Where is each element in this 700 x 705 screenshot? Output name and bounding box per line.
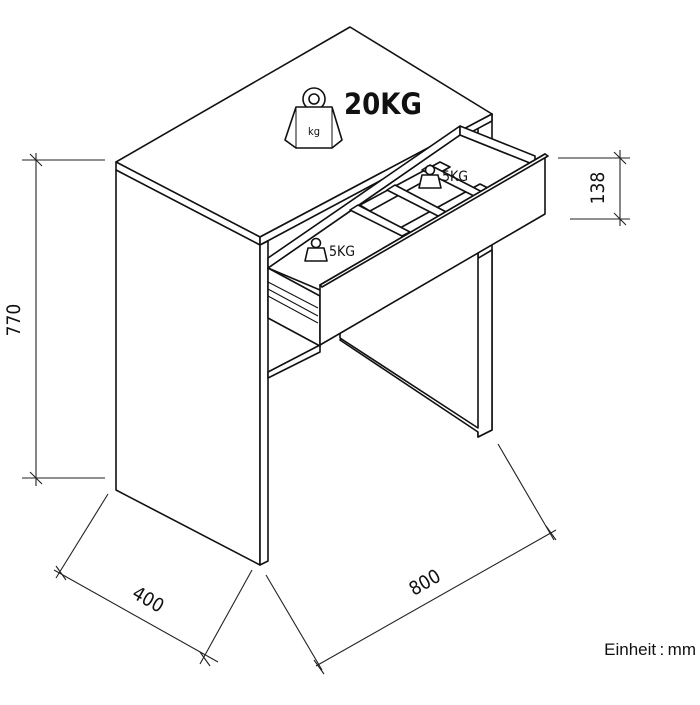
weight-icon-drawer-left [304, 237, 328, 262]
weight-icon-label: kg [308, 125, 320, 138]
left-side-panel-edge [259, 240, 269, 566]
width-dimension [265, 443, 557, 675]
depth-value: 400 [128, 582, 167, 617]
height-dimension [22, 153, 105, 486]
top-weight-label: 20KG [344, 87, 422, 121]
drawer-right-weight-label: 5KG [442, 169, 468, 185]
height-value: 770 [3, 304, 25, 337]
weight-icon-top: kg [284, 87, 343, 150]
width-value: 800 [405, 565, 444, 600]
drawer-front-edge [319, 153, 549, 288]
drawer-runner [267, 281, 319, 324]
weight-icon-drawer-right [418, 164, 442, 189]
inner-shelf [267, 344, 321, 379]
unit-label: Einheit : mm [604, 640, 696, 659]
drawer-left-weight-label: 5KG [329, 244, 355, 260]
depth-dimension [53, 493, 253, 667]
drawer-height-value: 138 [587, 172, 609, 205]
drawer-side-wall [267, 267, 321, 347]
drawer-height-dimension [558, 150, 630, 226]
